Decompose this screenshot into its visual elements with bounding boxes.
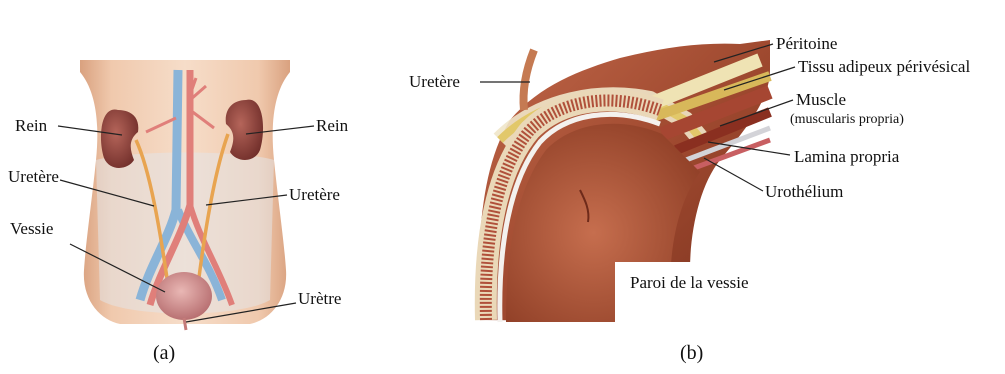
right-kidney (226, 100, 263, 160)
label-peritoine: Péritoine (776, 35, 837, 52)
label-tissu-adipeux: Tissu adipeux périvésical (798, 58, 970, 75)
label-uretere-right: Uretère (289, 186, 340, 203)
label-muscle-detail: (muscularis propria) (790, 113, 904, 127)
label-uretere-left: Uretère (8, 168, 59, 185)
label-vessie: Vessie (10, 220, 53, 237)
label-uretre: Urètre (298, 290, 341, 307)
label-muscle: Muscle (796, 91, 846, 108)
label-paroi-vessie: Paroi de la vessie (630, 274, 749, 291)
label-uretere-b: Uretère (409, 73, 460, 90)
label-urothelium: Urothélium (765, 183, 843, 200)
urethra (184, 318, 186, 330)
caption-a: (a) (153, 342, 175, 365)
label-rein-right: Rein (316, 117, 348, 134)
label-lamina-propria: Lamina propria (794, 148, 899, 165)
caption-b: (b) (680, 342, 703, 365)
label-rein-left: Rein (15, 117, 47, 134)
bladder (156, 272, 212, 320)
